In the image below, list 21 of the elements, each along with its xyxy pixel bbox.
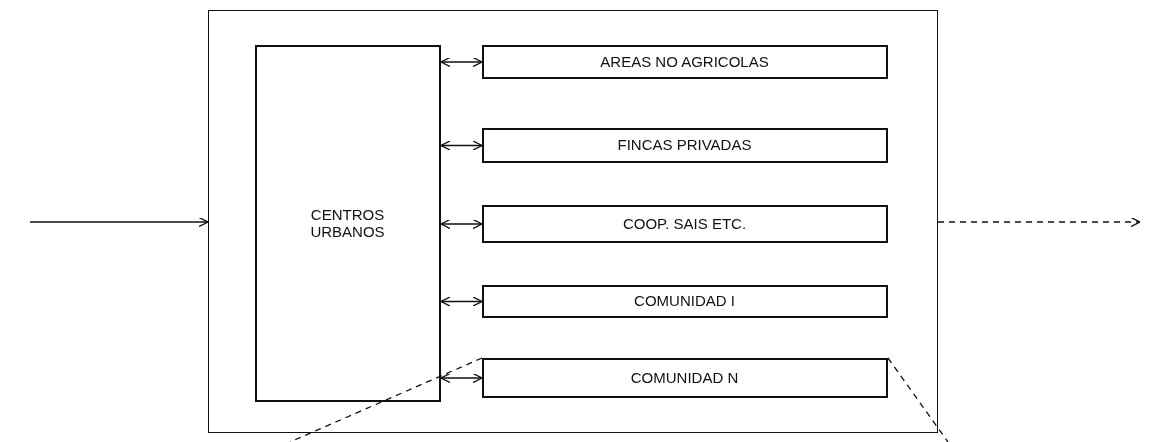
arrow (440, 372, 483, 384)
box-label: COOP. SAIS ETC. (621, 214, 748, 233)
arrow (29, 216, 209, 228)
region-box (208, 10, 938, 433)
dashed-line (887, 357, 949, 442)
process-box (254, 44, 441, 402)
box-label: FINCAS PRIVADAS (616, 136, 753, 154)
process-box (481, 284, 888, 318)
process-box (481, 204, 888, 243)
arrow (440, 218, 483, 230)
box-label: AREAS NO AGRICOLAS (599, 52, 770, 71)
box-label: COMUNIDAD N (629, 368, 740, 387)
box-label: CENTROS URBANOS (309, 205, 386, 241)
arrow (937, 216, 1141, 228)
arrow (440, 56, 483, 68)
arrow (440, 140, 483, 151)
process-box (481, 44, 888, 79)
process-box (481, 357, 888, 398)
process-box (481, 127, 888, 163)
arrow (440, 296, 483, 307)
box-label: COMUNIDAD I (633, 292, 736, 310)
